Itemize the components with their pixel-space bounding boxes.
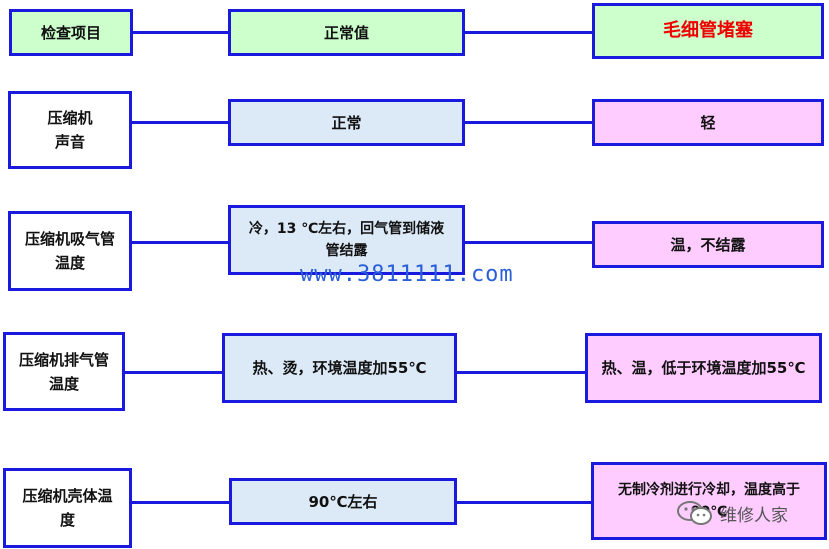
connector	[457, 501, 591, 504]
wechat-icon	[677, 501, 712, 525]
header-item-label: 检查项目	[40, 23, 101, 42]
normal-label: 冷，13 ℃左右，回气管到储液 管结露	[248, 220, 445, 259]
item-label: 压缩机排气管 温度	[18, 350, 109, 393]
normal-label: 正常	[331, 113, 362, 132]
brand-watermark: 维修人家	[676, 500, 788, 526]
brand-label: 维修人家	[720, 505, 788, 526]
item-box-discharge-temp: 压缩机排气管 温度	[3, 332, 125, 411]
normal-box-compressor-sound: 正常	[228, 99, 465, 146]
connector	[465, 31, 592, 34]
normal-label: 90℃左右	[308, 492, 378, 511]
header-normal-label: 正常值	[323, 23, 369, 42]
item-label: 压缩机吸气管 温度	[24, 230, 115, 272]
fault-label: 热、温，低于环境温度加55℃	[601, 359, 806, 377]
normal-box-discharge-temp: 热、烫，环境温度加55℃	[222, 333, 457, 403]
site-watermark: www.3811111.com	[300, 262, 514, 287]
normal-label: 热、烫，环境温度加55℃	[252, 359, 427, 377]
item-label: 压缩机壳体温 度	[22, 487, 113, 529]
connector	[465, 241, 592, 244]
fault-label: 温，不结露	[670, 235, 746, 254]
connector	[132, 121, 228, 124]
header-normal-box: 正常值	[228, 9, 465, 56]
item-box-suction-temp: 压缩机吸气管 温度	[8, 211, 132, 291]
fault-box-suction-temp: 温，不结露	[592, 221, 824, 268]
fault-box-shell-temp: 无制冷剂进行冷却，温度高于 90℃	[591, 462, 827, 540]
connector	[132, 501, 229, 504]
fault-box-discharge-temp: 热、温，低于环境温度加55℃	[585, 333, 822, 403]
connector	[465, 121, 592, 124]
connector	[125, 371, 222, 374]
item-box-shell-temp: 压缩机壳体温 度	[3, 468, 132, 548]
connector	[133, 31, 228, 34]
item-label: 压缩机 声音	[47, 109, 93, 151]
normal-box-suction-temp: 冷，13 ℃左右，回气管到储液 管结露	[228, 205, 465, 275]
fault-box-compressor-sound: 轻	[592, 99, 824, 146]
item-box-compressor-sound: 压缩机 声音	[8, 91, 132, 169]
normal-box-shell-temp: 90℃左右	[229, 478, 457, 525]
header-item-box: 检查项目	[9, 9, 133, 56]
header-fault-label: 毛细管堵塞	[663, 19, 753, 41]
fault-label: 轻	[700, 113, 716, 132]
connector	[132, 241, 228, 244]
header-fault-box: 毛细管堵塞	[592, 3, 824, 59]
connector	[457, 371, 585, 374]
